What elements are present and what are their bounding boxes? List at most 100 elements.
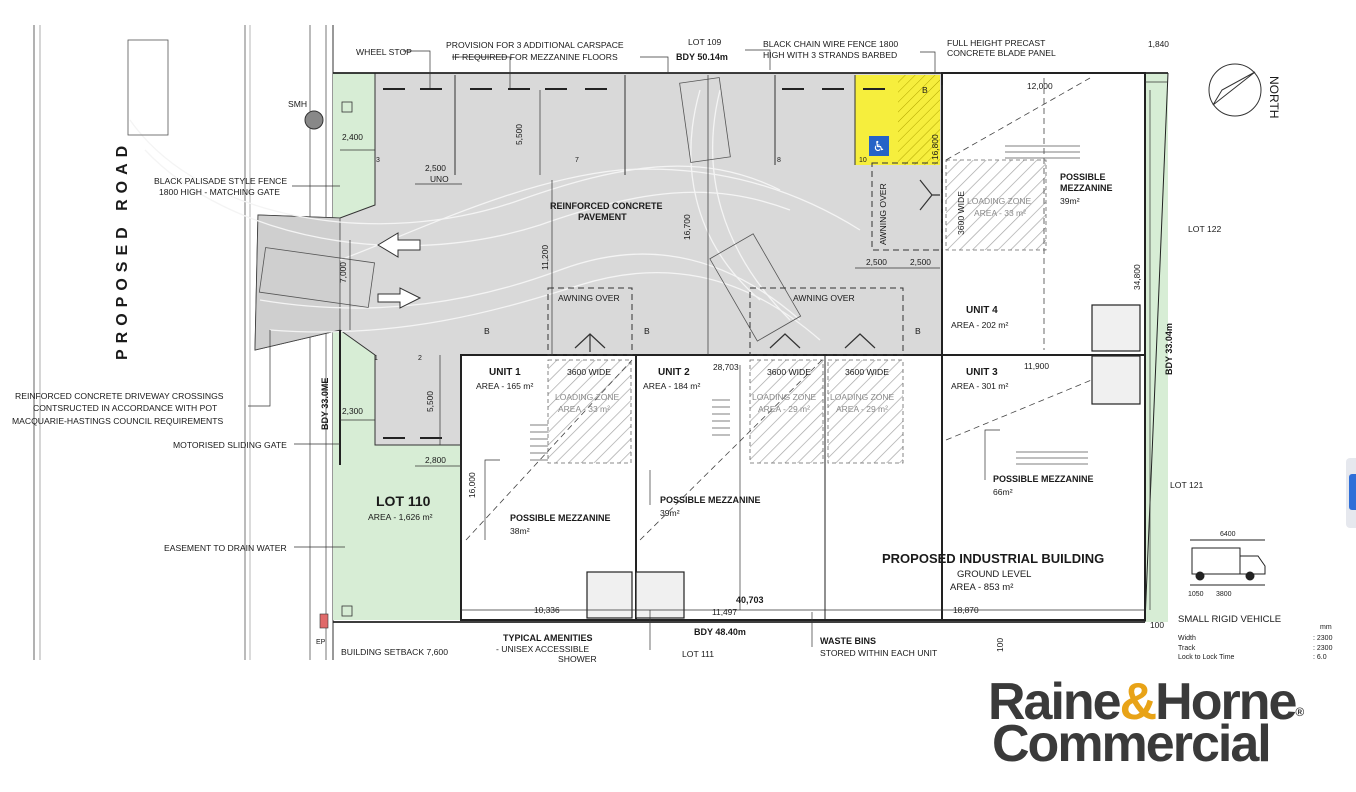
dim-18870: 18,870 (953, 605, 979, 615)
bay-number: 7 (575, 157, 579, 164)
dim-11900: 11,900 (1024, 361, 1049, 371)
vehicle-width-value: : 2300 (1313, 635, 1333, 642)
mezzanine-4-label-2: MEZZANINE (1060, 183, 1113, 193)
vehicle-width-label: Width (1178, 635, 1196, 642)
dim-40703: 40,703 (736, 595, 764, 605)
loading-2-area: AREA - 29 m² (758, 404, 810, 414)
vehicle-track-label: Track (1178, 645, 1196, 652)
building-area: AREA - 853 m² (950, 582, 1013, 593)
mezzanine-4-area: 39m² (1060, 196, 1080, 206)
bay-marker-b: B (922, 85, 928, 95)
dim-16800: 16,800 (930, 134, 940, 160)
dim-7000: 7,000 (338, 262, 348, 283)
dim-10336: 10,336 (534, 605, 560, 615)
side-scroll-handle[interactable] (1346, 458, 1356, 528)
vehicle-unit: mm (1320, 624, 1332, 631)
road-name: PROPOSED ROAD (114, 140, 131, 360)
wheel-stops (383, 88, 885, 439)
boundary-bottom-label: BDY 48.40m (694, 627, 746, 637)
unit-2-area: AREA - 184 m² (643, 381, 700, 391)
dim-12000: 12,000 (1027, 81, 1053, 91)
loading-4-width: 3600 WIDE (956, 191, 966, 235)
amenities-label-1: TYPICAL AMENITIES (503, 633, 593, 643)
smh-label: SMH (288, 99, 307, 109)
brand-registered-mark: ® (1295, 705, 1305, 719)
unit-4-area: AREA - 202 m² (951, 320, 1008, 330)
north-label: NORTH (1267, 76, 1281, 118)
brand-logo: Raine&Horne® Commercial (988, 676, 1338, 771)
vehicle-swept-paths (129, 89, 861, 341)
building-level: GROUND LEVEL (957, 569, 1031, 580)
bay-marker-b: B (644, 326, 650, 336)
dim-100a: 100 (1150, 620, 1164, 630)
lot-121-label: LOT 121 (1170, 480, 1204, 490)
boundary-right-label: BDY 33.04m (1164, 323, 1174, 375)
brand-line-1: Raine&Horne® (988, 676, 1304, 728)
dim-2400: 2,400 (342, 132, 363, 142)
pavement-label-2: PAVEMENT (578, 212, 627, 222)
loading-3-area: AREA - 29 m² (836, 404, 888, 414)
awning-left-label: AWNING OVER (558, 293, 620, 303)
dock-arrows (574, 179, 940, 352)
pit-marker (341, 101, 353, 113)
scroll-thumb[interactable] (1349, 474, 1356, 510)
waste-bins-label-2: STORED WITHIN EACH UNIT (820, 648, 938, 658)
dim-2300: 2,300 (342, 406, 363, 416)
mezzanine-4-label: POSSIBLE (1060, 172, 1106, 182)
bay-number: 8 (777, 157, 781, 164)
bay-marker-b: B (915, 326, 921, 336)
leader-lines (248, 49, 1000, 650)
parking-bay-lines (454, 75, 856, 175)
dim-11200: 11,200 (540, 245, 550, 270)
vehicle-lock-value: : 6.0 (1313, 654, 1327, 661)
bay-number: 3 (376, 157, 380, 164)
dim-1840: 1,840 (1148, 39, 1169, 49)
vehicle-dim-1050: 1050 (1188, 591, 1204, 598)
dim-16700: 16,700 (682, 214, 692, 240)
lot-110-name: LOT 110 (376, 493, 431, 509)
loading-2-label: LOADING ZONE (752, 392, 817, 402)
unit-3-area: AREA - 301 m² (951, 381, 1008, 391)
small-rigid-vehicle-drawing (1190, 539, 1266, 586)
loading-4-label: LOADING ZONE (967, 196, 1032, 206)
unit-2-name: UNIT 2 (658, 367, 690, 378)
easement-label: EASEMENT TO DRAIN WATER (164, 543, 287, 553)
mezzanine-1-label: POSSIBLE MEZZANINE (510, 513, 611, 523)
loading-3-label: LOADING ZONE (830, 392, 895, 402)
pit-marker (341, 605, 353, 617)
provision-label-2: IF REQUIRED FOR MEZZANINE FLOORS (452, 52, 618, 62)
amenities-label-3: SHOWER (558, 654, 597, 664)
driveway-label-2: CONTSRUCTED IN ACCORDANCE WITH POT (33, 403, 218, 413)
sliding-gate-label: MOTORISED SLIDING GATE (173, 440, 287, 450)
mezzanine-2-area: 39m² (660, 508, 680, 518)
wheel-stop-label: WHEEL STOP (356, 47, 412, 57)
mezzanine-3-area: 66m² (993, 487, 1013, 497)
accessible-symbol: ♿ (873, 138, 886, 154)
loading-4-area: AREA - 33 m² (974, 208, 1026, 218)
lot-110-area: AREA - 1,626 m² (368, 512, 433, 522)
unit-3-name: UNIT 3 (966, 367, 998, 378)
bay-marker-b: B (484, 326, 490, 336)
dim-100b: 100 (995, 638, 1005, 652)
pavement-label-1: REINFORCED CONCRETE (550, 201, 663, 211)
blade-panel-label-1: FULL HEIGHT PRECAST (947, 38, 1046, 48)
lot-111-label: LOT 111 (682, 649, 714, 659)
sewer-manhole (304, 110, 324, 130)
brand-ampersand: & (1119, 673, 1158, 731)
boundary-left-label: BDY 33.0ME (320, 378, 330, 430)
unit-1-name: UNIT 1 (489, 367, 521, 378)
brand-line-2: Commercial (992, 715, 1272, 773)
building-title: PROPOSED INDUSTRIAL BUILDING (882, 551, 1104, 566)
chain-fence-label-2: HIGH WITH 3 STRANDS BARBED (763, 50, 897, 60)
awning-vertical-label: AWNING OVER (878, 183, 888, 245)
dim-2500b: 2,500 (910, 257, 931, 267)
boundary-top-label: BDY 50.14m (676, 52, 728, 62)
dim-5500b: 5,500 (425, 391, 435, 412)
direction-arrows (377, 232, 422, 309)
stair-marks (530, 145, 1088, 465)
boundary-lines (333, 72, 1169, 623)
driveway-label-3: MACQUARIE-HASTINGS COUNCIL REQUIREMENTS (12, 416, 223, 426)
vehicle-dim-3800: 3800 (1216, 591, 1232, 598)
awning-right-label: AWNING OVER (793, 293, 855, 303)
